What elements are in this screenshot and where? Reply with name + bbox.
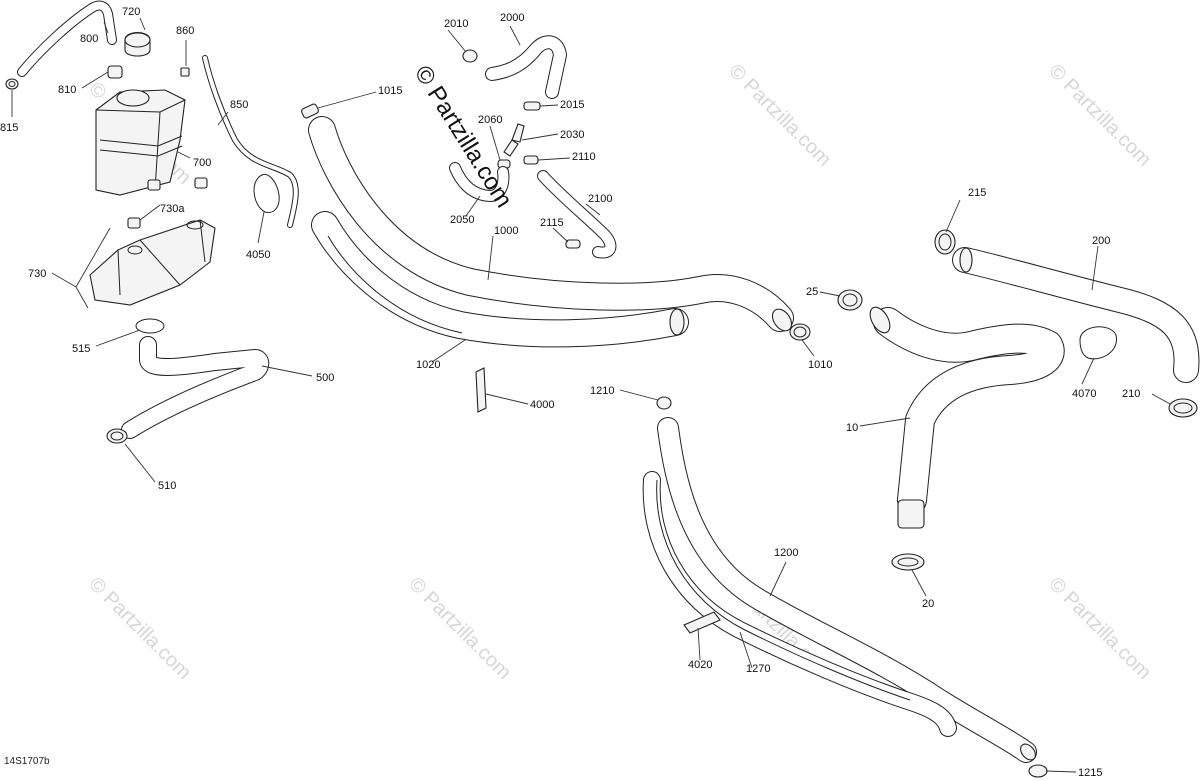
hose-200 <box>952 247 1200 383</box>
hose-1020 <box>311 211 689 348</box>
callout-2050: 2050 <box>450 214 474 226</box>
gasket-4070 <box>1079 326 1117 360</box>
watermark-top-right: © Partzilla.com <box>1044 60 1155 171</box>
callout-2100: 2100 <box>588 193 612 205</box>
callout-2010: 2010 <box>444 18 468 30</box>
document-id: 14S1707b <box>4 756 50 767</box>
support-730 <box>89 219 216 306</box>
clamp-20 <box>891 553 925 571</box>
callout-1270: 1270 <box>746 663 770 675</box>
hose-850 <box>202 55 299 228</box>
gasket-4050 <box>253 173 280 214</box>
watermark-bottom-right: © Partzilla.com <box>1044 573 1155 684</box>
callout-815: 815 <box>0 122 18 134</box>
callout-1210: 1210 <box>590 385 614 397</box>
callout-2115: 2115 <box>540 217 564 229</box>
clamp-510 <box>106 428 128 444</box>
callout-1010: 1010 <box>808 359 832 371</box>
clamp-515 <box>135 318 165 334</box>
nut-730a <box>127 177 208 229</box>
callout-860: 860 <box>176 25 194 37</box>
hose-2000 <box>485 35 567 99</box>
clamp-810 <box>107 65 123 79</box>
clamp-815 <box>5 78 19 90</box>
cap-720 <box>124 31 151 57</box>
clamp-210 <box>1168 398 1198 418</box>
callout-25: 25 <box>806 286 818 298</box>
watermark-top-mid: © Partzilla.com <box>724 60 835 171</box>
callout-850: 850 <box>230 99 248 111</box>
callout-2000: 2000 <box>500 12 524 24</box>
clip-860 <box>180 67 190 77</box>
clamp-1215 <box>1028 764 1048 778</box>
hose-10 <box>869 306 1065 529</box>
callout-10: 10 <box>846 422 858 434</box>
callout-1000: 1000 <box>494 225 518 237</box>
callout-215: 215 <box>968 187 986 199</box>
callout-20: 20 <box>922 598 934 610</box>
clamp-2015 <box>523 101 541 111</box>
clip-4020 <box>683 611 721 634</box>
reservoir-700 <box>95 89 186 196</box>
strap-4000 <box>475 367 487 413</box>
hose-1000 <box>308 116 794 332</box>
callout-4070: 4070 <box>1072 388 1096 400</box>
watermark-bottom-center: © Partzilla.com <box>404 573 515 684</box>
callout-2015: 2015 <box>560 99 584 111</box>
callout-500: 500 <box>316 372 334 384</box>
hose-1200 <box>657 417 1037 763</box>
callout-800: 800 <box>80 33 98 45</box>
callout-1020: 1020 <box>416 359 440 371</box>
leader-lines <box>11 17 1171 773</box>
hose-2100 <box>537 170 617 259</box>
callout-720: 720 <box>122 6 140 18</box>
callout-1200: 1200 <box>774 547 798 559</box>
callout-4050: 4050 <box>246 249 270 261</box>
clamp-2115 <box>565 239 581 249</box>
callout-2030: 2030 <box>560 129 584 141</box>
hose-800 <box>17 0 117 77</box>
watermark-bottom-left: © Partzilla.com <box>84 573 195 684</box>
callout-2110: 2110 <box>572 151 596 163</box>
clamp-1010 <box>789 323 811 341</box>
clamp-2110 <box>523 155 539 165</box>
clamp-215 <box>934 229 956 255</box>
clamp-1210 <box>656 396 672 410</box>
callout-1015: 1015 <box>378 85 402 97</box>
callout-2060: 2060 <box>478 114 502 126</box>
callout-4000: 4000 <box>530 399 554 411</box>
callout-labels: 800 720 860 810 815 850 700 730a 4050 73… <box>0 6 1140 779</box>
clamp-2010 <box>462 49 478 63</box>
clamp-1015 <box>301 103 319 119</box>
callout-700: 700 <box>193 157 211 169</box>
hose-2050 <box>449 162 510 202</box>
callout-515: 515 <box>72 343 90 355</box>
callout-4020: 4020 <box>688 659 712 671</box>
hose-500 <box>121 336 270 439</box>
callout-810: 810 <box>58 84 76 96</box>
hose-1270 <box>642 471 957 737</box>
fitting-2030 <box>503 123 525 157</box>
callout-730a: 730a <box>160 203 185 215</box>
callout-510: 510 <box>158 480 176 492</box>
callout-210: 210 <box>1122 388 1140 400</box>
callout-200: 200 <box>1092 235 1110 247</box>
callout-1215: 1215 <box>1078 767 1102 779</box>
callout-730: 730 <box>28 268 46 280</box>
clamp-25 <box>837 289 863 311</box>
